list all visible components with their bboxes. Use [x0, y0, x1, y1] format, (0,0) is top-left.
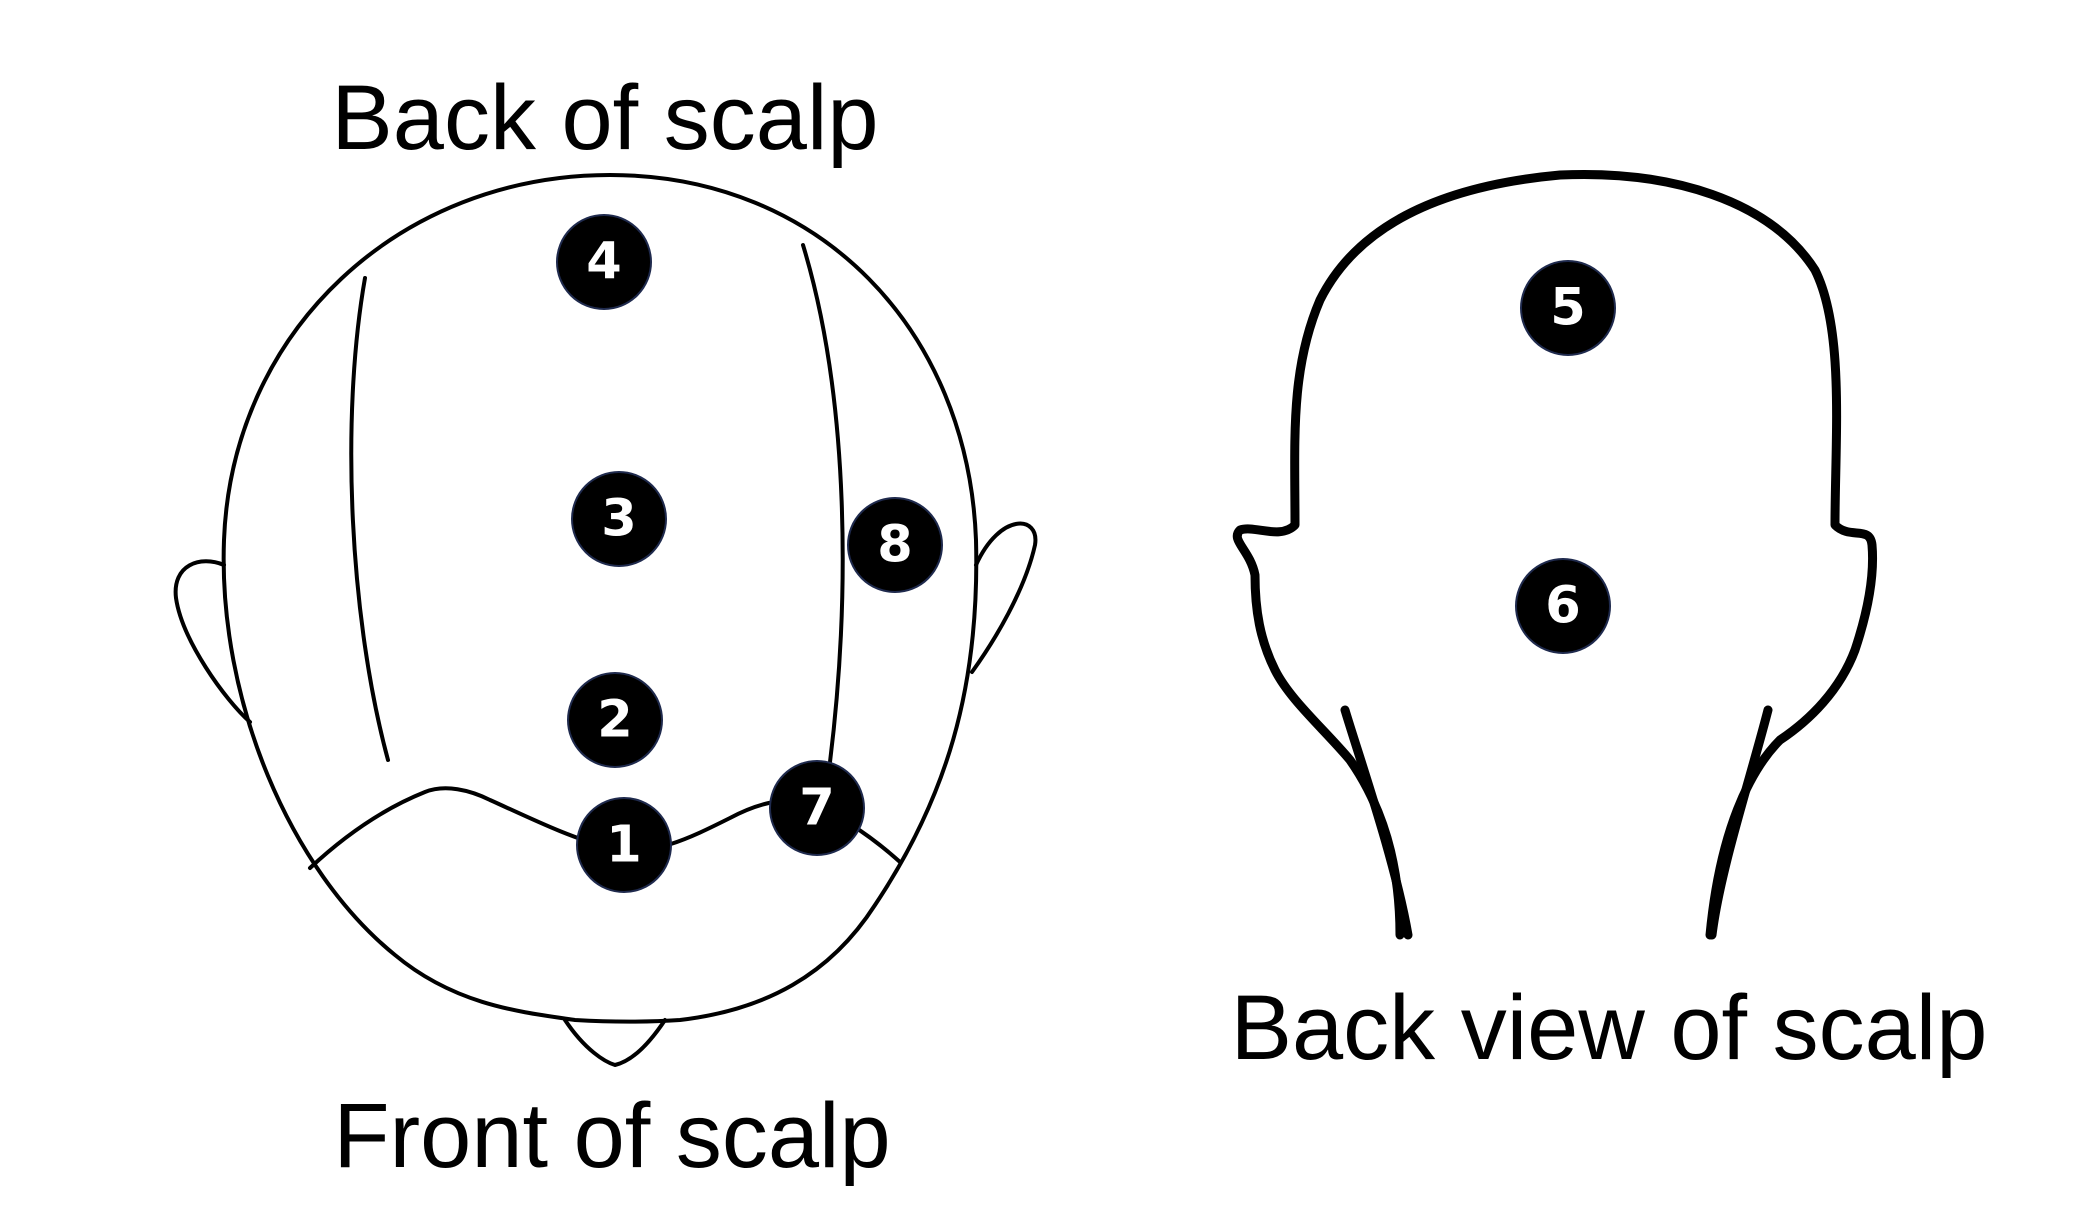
nose-tip: [563, 1018, 667, 1067]
back-view-right-neck: [1707, 705, 1773, 940]
left-side-line: [349, 276, 390, 762]
marker-5-label: 5: [1550, 279, 1586, 338]
marker-3-label: 3: [601, 490, 637, 549]
back-view-left-neck: [1340, 705, 1413, 940]
marker-8: 8: [847, 497, 943, 593]
top-view-front-label: Front of scalp: [333, 1085, 891, 1187]
marker-6-label: 6: [1545, 577, 1581, 636]
right-ear: [970, 521, 1038, 674]
marker-6: 6: [1515, 558, 1611, 654]
marker-7: 7: [769, 760, 865, 856]
back-view-head-outline: [1232, 169, 1878, 940]
top-view-head-outline: [221, 173, 979, 1024]
marker-4: 4: [556, 214, 652, 310]
top-view-back-label: Back of scalp: [331, 67, 879, 169]
marker-7-label: 7: [799, 779, 835, 838]
back-view-head: [1232, 169, 1878, 940]
marker-2-label: 2: [597, 691, 633, 750]
back-view-label: Back view of scalp: [1230, 977, 1988, 1079]
marker-3: 3: [571, 471, 667, 567]
left-ear: [173, 559, 252, 724]
right-side-line: [801, 243, 845, 764]
marker-5: 5: [1520, 260, 1616, 356]
marker-2: 2: [567, 672, 663, 768]
marker-1: 1: [576, 797, 672, 893]
marker-1-label: 1: [606, 816, 642, 875]
marker-8-label: 8: [877, 516, 913, 575]
marker-4-label: 4: [586, 233, 622, 292]
